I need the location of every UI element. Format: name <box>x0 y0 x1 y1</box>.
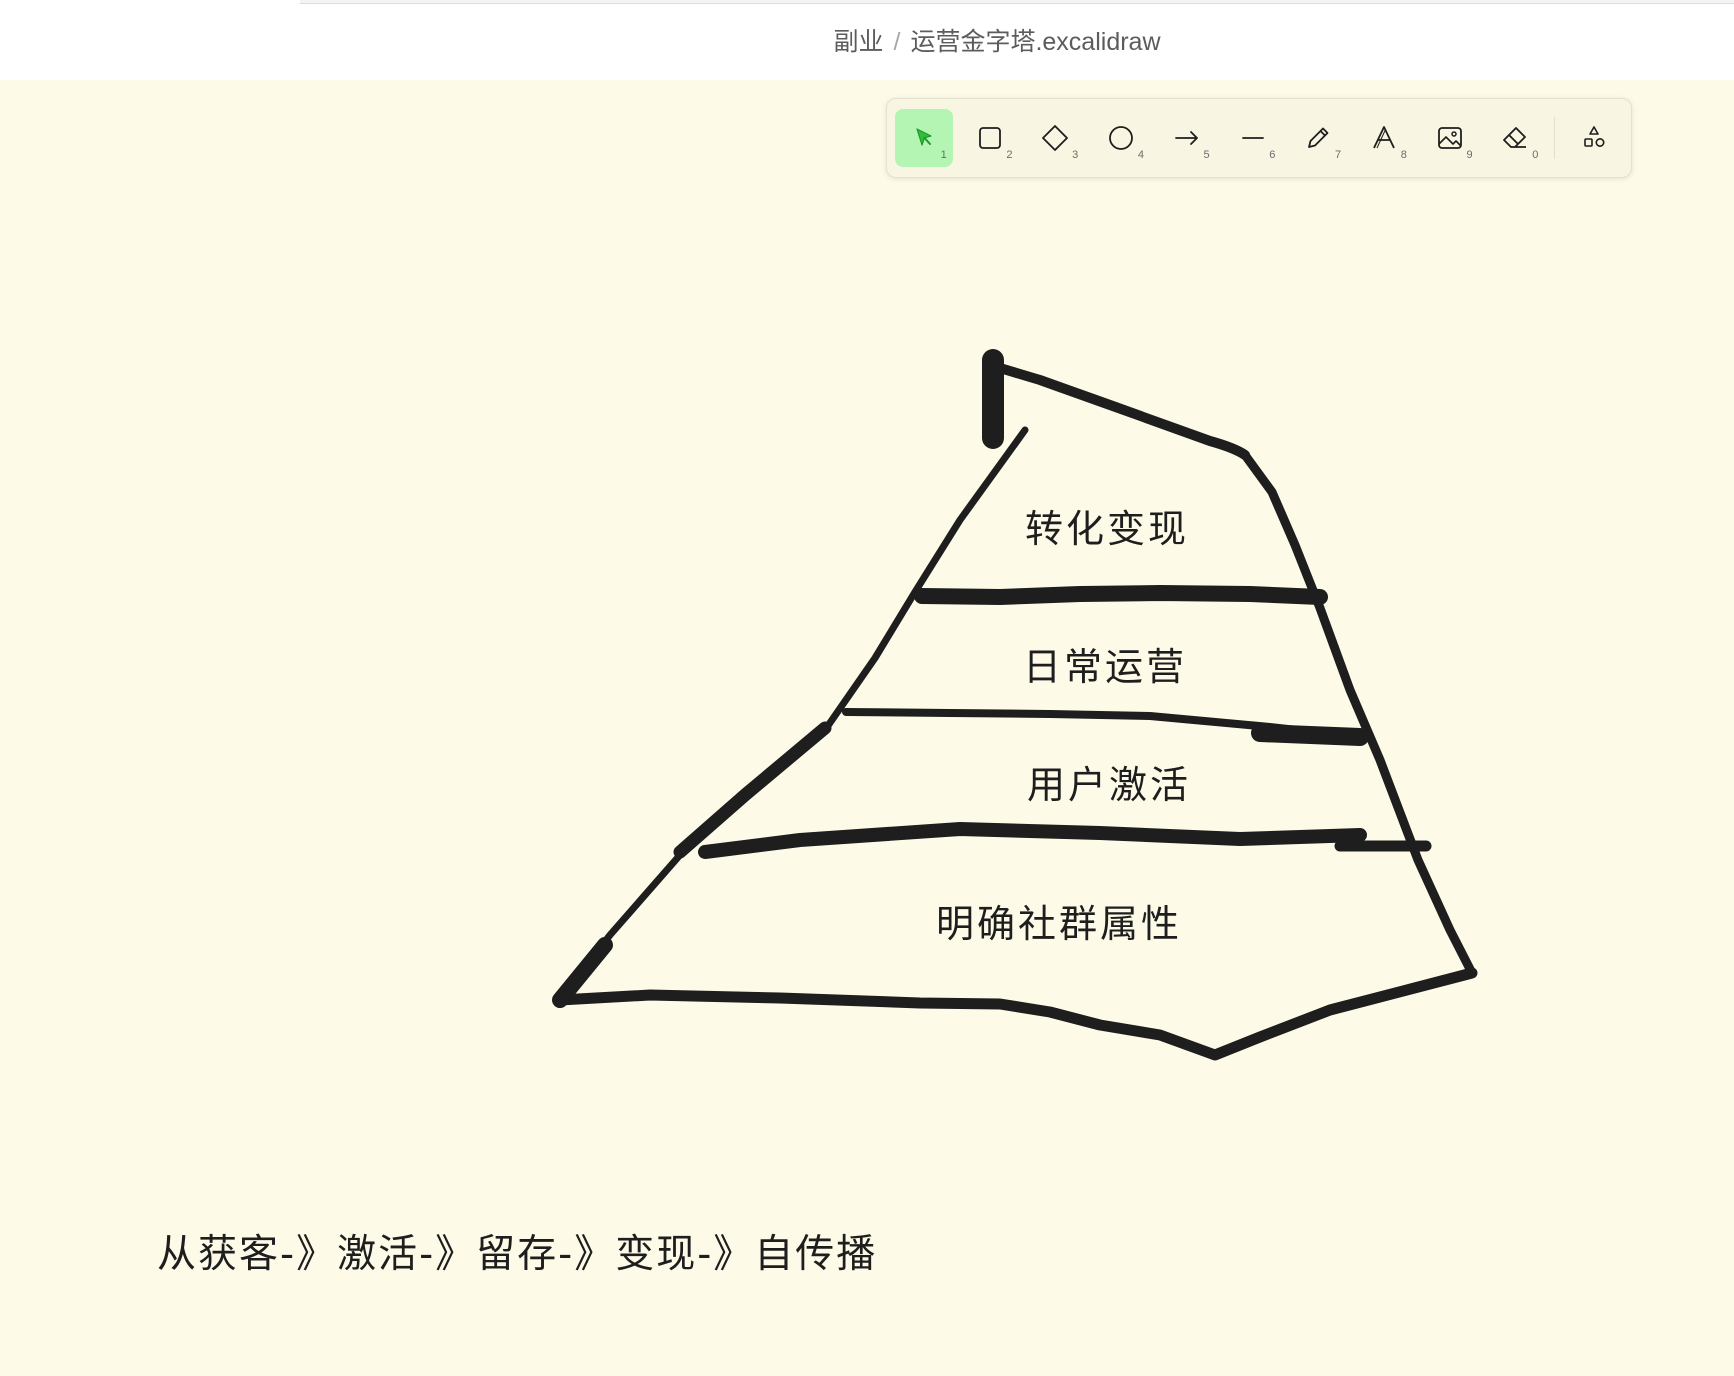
tool-image-key: 9 <box>1466 149 1473 161</box>
tool-diamond[interactable]: 3 <box>1026 109 1084 167</box>
tool-pencil-key: 7 <box>1335 149 1342 161</box>
breadcrumb-file[interactable]: 运营金字塔.excalidraw <box>910 28 1161 56</box>
window-top-edge <box>300 0 1734 4</box>
tool-line[interactable]: 6 <box>1224 109 1282 167</box>
tool-text-key: 8 <box>1400 149 1407 161</box>
eraser-icon <box>1503 127 1527 148</box>
tool-ellipse[interactable]: 4 <box>1092 109 1150 167</box>
breadcrumb: 副业 / 运营金字塔.excalidraw <box>0 22 1734 62</box>
tool-text[interactable]: 8 <box>1355 109 1413 167</box>
image-icon <box>1437 127 1462 149</box>
arrow-icon <box>1174 131 1198 145</box>
pencil-icon <box>1308 127 1329 148</box>
rectangle-icon <box>978 127 1001 149</box>
pyramid-left-edge-bold <box>673 721 832 859</box>
tool-more-shapes[interactable] <box>1565 109 1623 167</box>
tool-arrow[interactable]: 5 <box>1158 109 1216 167</box>
tool-eraser-key: 0 <box>1532 149 1539 161</box>
tool-line-key: 6 <box>1269 149 1276 161</box>
pyramid-top-edge <box>995 363 1250 460</box>
tool-rectangle[interactable]: 2 <box>961 109 1019 167</box>
pyramid-level-base[interactable]: 明确社群属性 <box>936 902 1183 946</box>
tool-diamond-key: 3 <box>1072 149 1079 161</box>
tool-image[interactable]: 9 <box>1421 109 1479 167</box>
line-icon <box>1241 137 1264 139</box>
tool-pencil[interactable]: 7 <box>1289 109 1347 167</box>
pyramid-base-corner <box>552 937 613 1008</box>
tool-ellipse-key: 4 <box>1137 149 1144 161</box>
drawing-canvas[interactable] <box>0 80 1734 1376</box>
tool-selection-key: 1 <box>940 149 947 161</box>
shape-toolbar: 1 2 3 4 5 6 7 <box>886 98 1632 178</box>
toolbar-divider <box>1554 117 1556 159</box>
tool-rectangle-key: 2 <box>1006 149 1013 161</box>
text-icon <box>1373 126 1395 149</box>
tool-arrow-key: 5 <box>1203 149 1210 161</box>
breadcrumb-folder[interactable]: 副业 <box>833 28 884 56</box>
divider-line-1 <box>914 585 1328 605</box>
more-shapes-icon <box>1584 126 1605 148</box>
pyramid-level-third[interactable]: 用户激活 <box>1027 763 1192 807</box>
pyramid-level-top[interactable]: 转化变现 <box>1025 507 1190 551</box>
tool-selection[interactable]: 1 <box>895 109 953 167</box>
selection-pointer-icon <box>916 128 932 146</box>
divider-line-3 <box>698 822 1367 859</box>
pyramid-right-edge <box>1240 450 1477 978</box>
ellipse-icon <box>1109 126 1133 150</box>
diamond-icon <box>1042 125 1069 151</box>
tool-eraser[interactable]: 0 <box>1487 109 1545 167</box>
pyramid-level-second[interactable]: 日常运营 <box>1023 645 1188 689</box>
funnel-caption[interactable]: 从获客-》激活-》留存-》变现-》自传播 <box>157 1232 878 1277</box>
divider-line-2-bold <box>1251 724 1369 746</box>
breadcrumb-separator: / <box>893 28 901 56</box>
pyramid-base-edge <box>554 967 1478 1061</box>
